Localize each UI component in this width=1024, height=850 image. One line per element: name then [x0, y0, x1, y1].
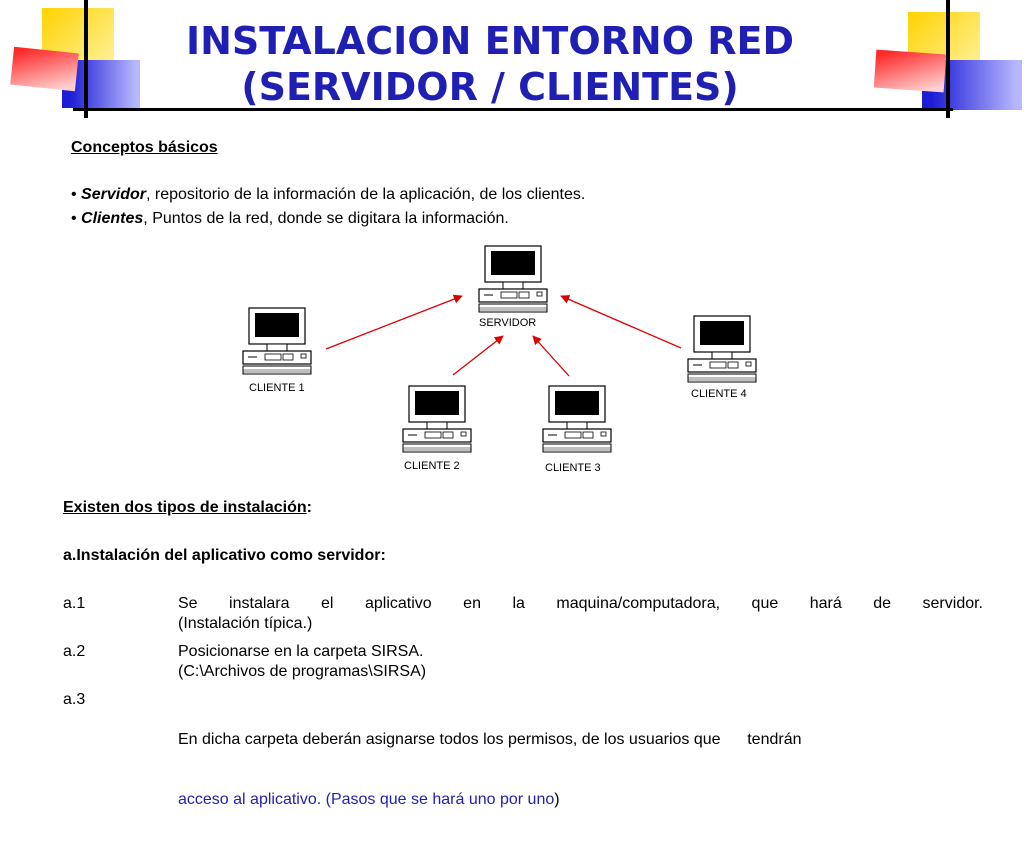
- decoration-right: [870, 0, 1024, 120]
- tipos-heading-text: Existen dos tipos de instalación: [63, 499, 307, 516]
- step-body: Se instalara el aplicativo en la maquina…: [178, 594, 983, 634]
- step-number: a.3: [63, 691, 86, 708]
- step-line: acceso al aplicativo. (Pasos que se hará…: [178, 791, 555, 808]
- slide-title: INSTALACION ENTORNO RED (SERVIDOR / CLIE…: [150, 18, 830, 110]
- bullet-term: Servidor: [81, 186, 146, 203]
- client1-computer-icon: [242, 307, 312, 375]
- client2-label: CLIENTE 2: [404, 460, 460, 472]
- tipos-subheading: a.Instalación del aplicativo como servid…: [63, 547, 386, 564]
- tipos-heading-colon: :: [306, 499, 312, 516]
- client2-computer-icon: [402, 385, 472, 453]
- server-label: SERVIDOR: [479, 317, 537, 329]
- tipos-heading: Existen dos tipos de instalación:: [63, 498, 312, 518]
- conceptos-heading: Conceptos básicos: [71, 139, 218, 156]
- title-line-2: (SERVIDOR / CLIENTES): [241, 65, 739, 109]
- bullet-clientes: • Clientes, Puntos de la red, donde se d…: [71, 209, 509, 229]
- arrow-client1-server: [325, 294, 463, 350]
- client4-label: CLIENTE 4: [691, 388, 747, 400]
- client3-computer-icon: [542, 385, 612, 453]
- bullet-servidor: • Servidor, repositorio de la informació…: [71, 185, 585, 205]
- bullet-icon: •: [71, 186, 82, 203]
- arrow-client2-server: [452, 335, 504, 376]
- step-line: En dicha carpeta deberán asignarse todos…: [178, 731, 802, 748]
- step-line: (Instalación típica.): [178, 615, 313, 632]
- step-body: Posicionarse en la carpeta SIRSA. (C:\Ar…: [178, 642, 983, 682]
- bullet-term: Clientes: [81, 210, 144, 227]
- bullet-text: , Puntos de la red, donde se digitara la…: [143, 210, 509, 227]
- bullet-icon: •: [71, 210, 82, 227]
- step-line: (C:\Archivos de programas\SIRSA): [178, 663, 427, 680]
- client1-label: CLIENTE 1: [249, 382, 305, 394]
- decoration-left: [0, 0, 150, 120]
- client3-label: CLIENTE 3: [545, 462, 601, 474]
- step-number: a.2: [63, 643, 86, 660]
- step-line: Se instalara el aplicativo en la maquina…: [178, 595, 983, 612]
- step-number: a.1: [63, 595, 86, 612]
- title-line-1: INSTALACION ENTORNO RED: [185, 19, 795, 63]
- arrow-client3-server: [532, 335, 570, 377]
- client4-computer-icon: [687, 315, 757, 383]
- step-line: Posicionarse en la carpeta SIRSA.: [178, 643, 424, 660]
- step-line-end: ): [554, 791, 560, 808]
- arrow-client4-server: [560, 295, 682, 349]
- server-computer-icon: [478, 245, 548, 313]
- step-body: En dicha carpeta deberán asignarse todos…: [178, 690, 983, 850]
- bullet-text: , repositorio de la información de la ap…: [145, 186, 586, 203]
- title-underline: [73, 108, 953, 111]
- step-line-wrap: acceso al aplicativo. (Pasos que se hará…: [178, 790, 983, 810]
